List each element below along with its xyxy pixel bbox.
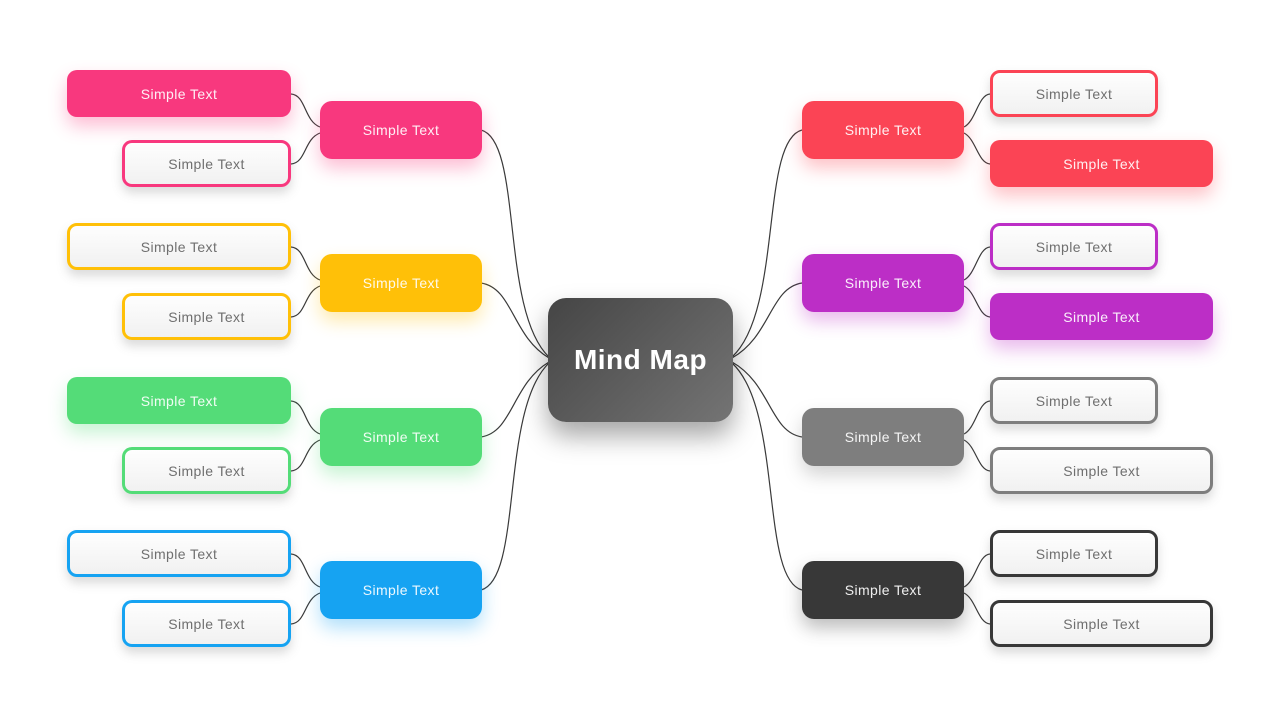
- connector-line: [963, 553, 991, 588]
- connector-line: [480, 129, 550, 358]
- node-label: Simple Text: [1063, 615, 1140, 632]
- node-label: Simple Text: [168, 615, 245, 632]
- node-label: Simple Text: [362, 122, 440, 138]
- node-label: Simple Text: [1063, 308, 1140, 325]
- node-label: Simple Text: [1035, 545, 1113, 562]
- connector-line: [963, 285, 991, 318]
- connector-line: [731, 362, 803, 591]
- branch-yellow-child-2-node[interactable]: Simple Text: [122, 293, 291, 340]
- branch-dark-main-node[interactable]: Simple Text: [802, 561, 964, 619]
- connector-line: [480, 282, 550, 359]
- node-label: Simple Text: [1035, 238, 1113, 255]
- branch-red-main-node[interactable]: Simple Text: [802, 101, 964, 159]
- connector-line: [963, 93, 991, 128]
- central-node-title: Mind Map: [573, 344, 708, 375]
- node-label: Simple Text: [844, 275, 922, 291]
- branch-blue-child-2-node[interactable]: Simple Text: [122, 600, 291, 647]
- branch-gray-main-node[interactable]: Simple Text: [802, 408, 964, 466]
- node-label: Simple Text: [168, 308, 245, 325]
- branch-dark-child-2-node[interactable]: Simple Text: [990, 600, 1213, 647]
- branch-red-child-1-node[interactable]: Simple Text: [990, 70, 1158, 117]
- node-label: Simple Text: [844, 429, 922, 445]
- connector-line: [290, 439, 321, 472]
- connector-line: [290, 246, 321, 281]
- connector-line: [290, 285, 321, 318]
- branch-yellow-main-node[interactable]: Simple Text: [320, 254, 482, 312]
- branch-blue-main-node[interactable]: Simple Text: [320, 561, 482, 619]
- connector-line: [731, 129, 803, 358]
- node-label: Simple Text: [362, 429, 440, 445]
- node-label: Simple Text: [140, 545, 218, 562]
- node-label: Simple Text: [1035, 392, 1113, 409]
- connector-line: [963, 592, 991, 625]
- branch-green-child-1-node[interactable]: Simple Text: [67, 377, 291, 424]
- connector-line: [480, 362, 550, 591]
- connector-line: [480, 361, 550, 438]
- branch-gray-child-2-node[interactable]: Simple Text: [990, 447, 1213, 494]
- branch-dark-child-1-node[interactable]: Simple Text: [990, 530, 1158, 577]
- branch-red-child-2-node[interactable]: Simple Text: [990, 140, 1213, 187]
- connector-line: [290, 553, 321, 588]
- node-label: Simple Text: [362, 582, 440, 598]
- connector-line: [731, 282, 803, 359]
- branch-green-main-node[interactable]: Simple Text: [320, 408, 482, 466]
- node-label: Simple Text: [1063, 462, 1140, 479]
- connector-line: [963, 439, 991, 472]
- connector-line: [731, 361, 803, 438]
- branch-pink-child-2-node[interactable]: Simple Text: [122, 140, 291, 187]
- node-label: Simple Text: [1063, 155, 1140, 172]
- connector-line: [963, 132, 991, 165]
- branch-purple-main-node[interactable]: Simple Text: [802, 254, 964, 312]
- node-label: Simple Text: [362, 275, 440, 291]
- node-label: Simple Text: [844, 582, 922, 598]
- branch-pink-child-1-node[interactable]: Simple Text: [67, 70, 291, 117]
- connector-line: [290, 93, 321, 128]
- node-label: Simple Text: [168, 155, 245, 172]
- connector-line: [963, 246, 991, 281]
- central-node[interactable]: Mind Map: [548, 298, 733, 422]
- branch-green-child-2-node[interactable]: Simple Text: [122, 447, 291, 494]
- node-label: Simple Text: [140, 238, 218, 255]
- node-label: Simple Text: [168, 462, 245, 479]
- connector-line: [290, 400, 321, 435]
- connector-line: [963, 400, 991, 435]
- node-label: Simple Text: [844, 122, 922, 138]
- node-label: Simple Text: [140, 392, 218, 409]
- branch-blue-child-1-node[interactable]: Simple Text: [67, 530, 291, 577]
- node-label: Simple Text: [1035, 85, 1113, 102]
- branch-pink-main-node[interactable]: Simple Text: [320, 101, 482, 159]
- branch-purple-child-1-node[interactable]: Simple Text: [990, 223, 1158, 270]
- connector-line: [290, 132, 321, 165]
- connector-line: [290, 592, 321, 625]
- branch-yellow-child-1-node[interactable]: Simple Text: [67, 223, 291, 270]
- node-label: Simple Text: [140, 85, 218, 102]
- branch-purple-child-2-node[interactable]: Simple Text: [990, 293, 1213, 340]
- branch-gray-child-1-node[interactable]: Simple Text: [990, 377, 1158, 424]
